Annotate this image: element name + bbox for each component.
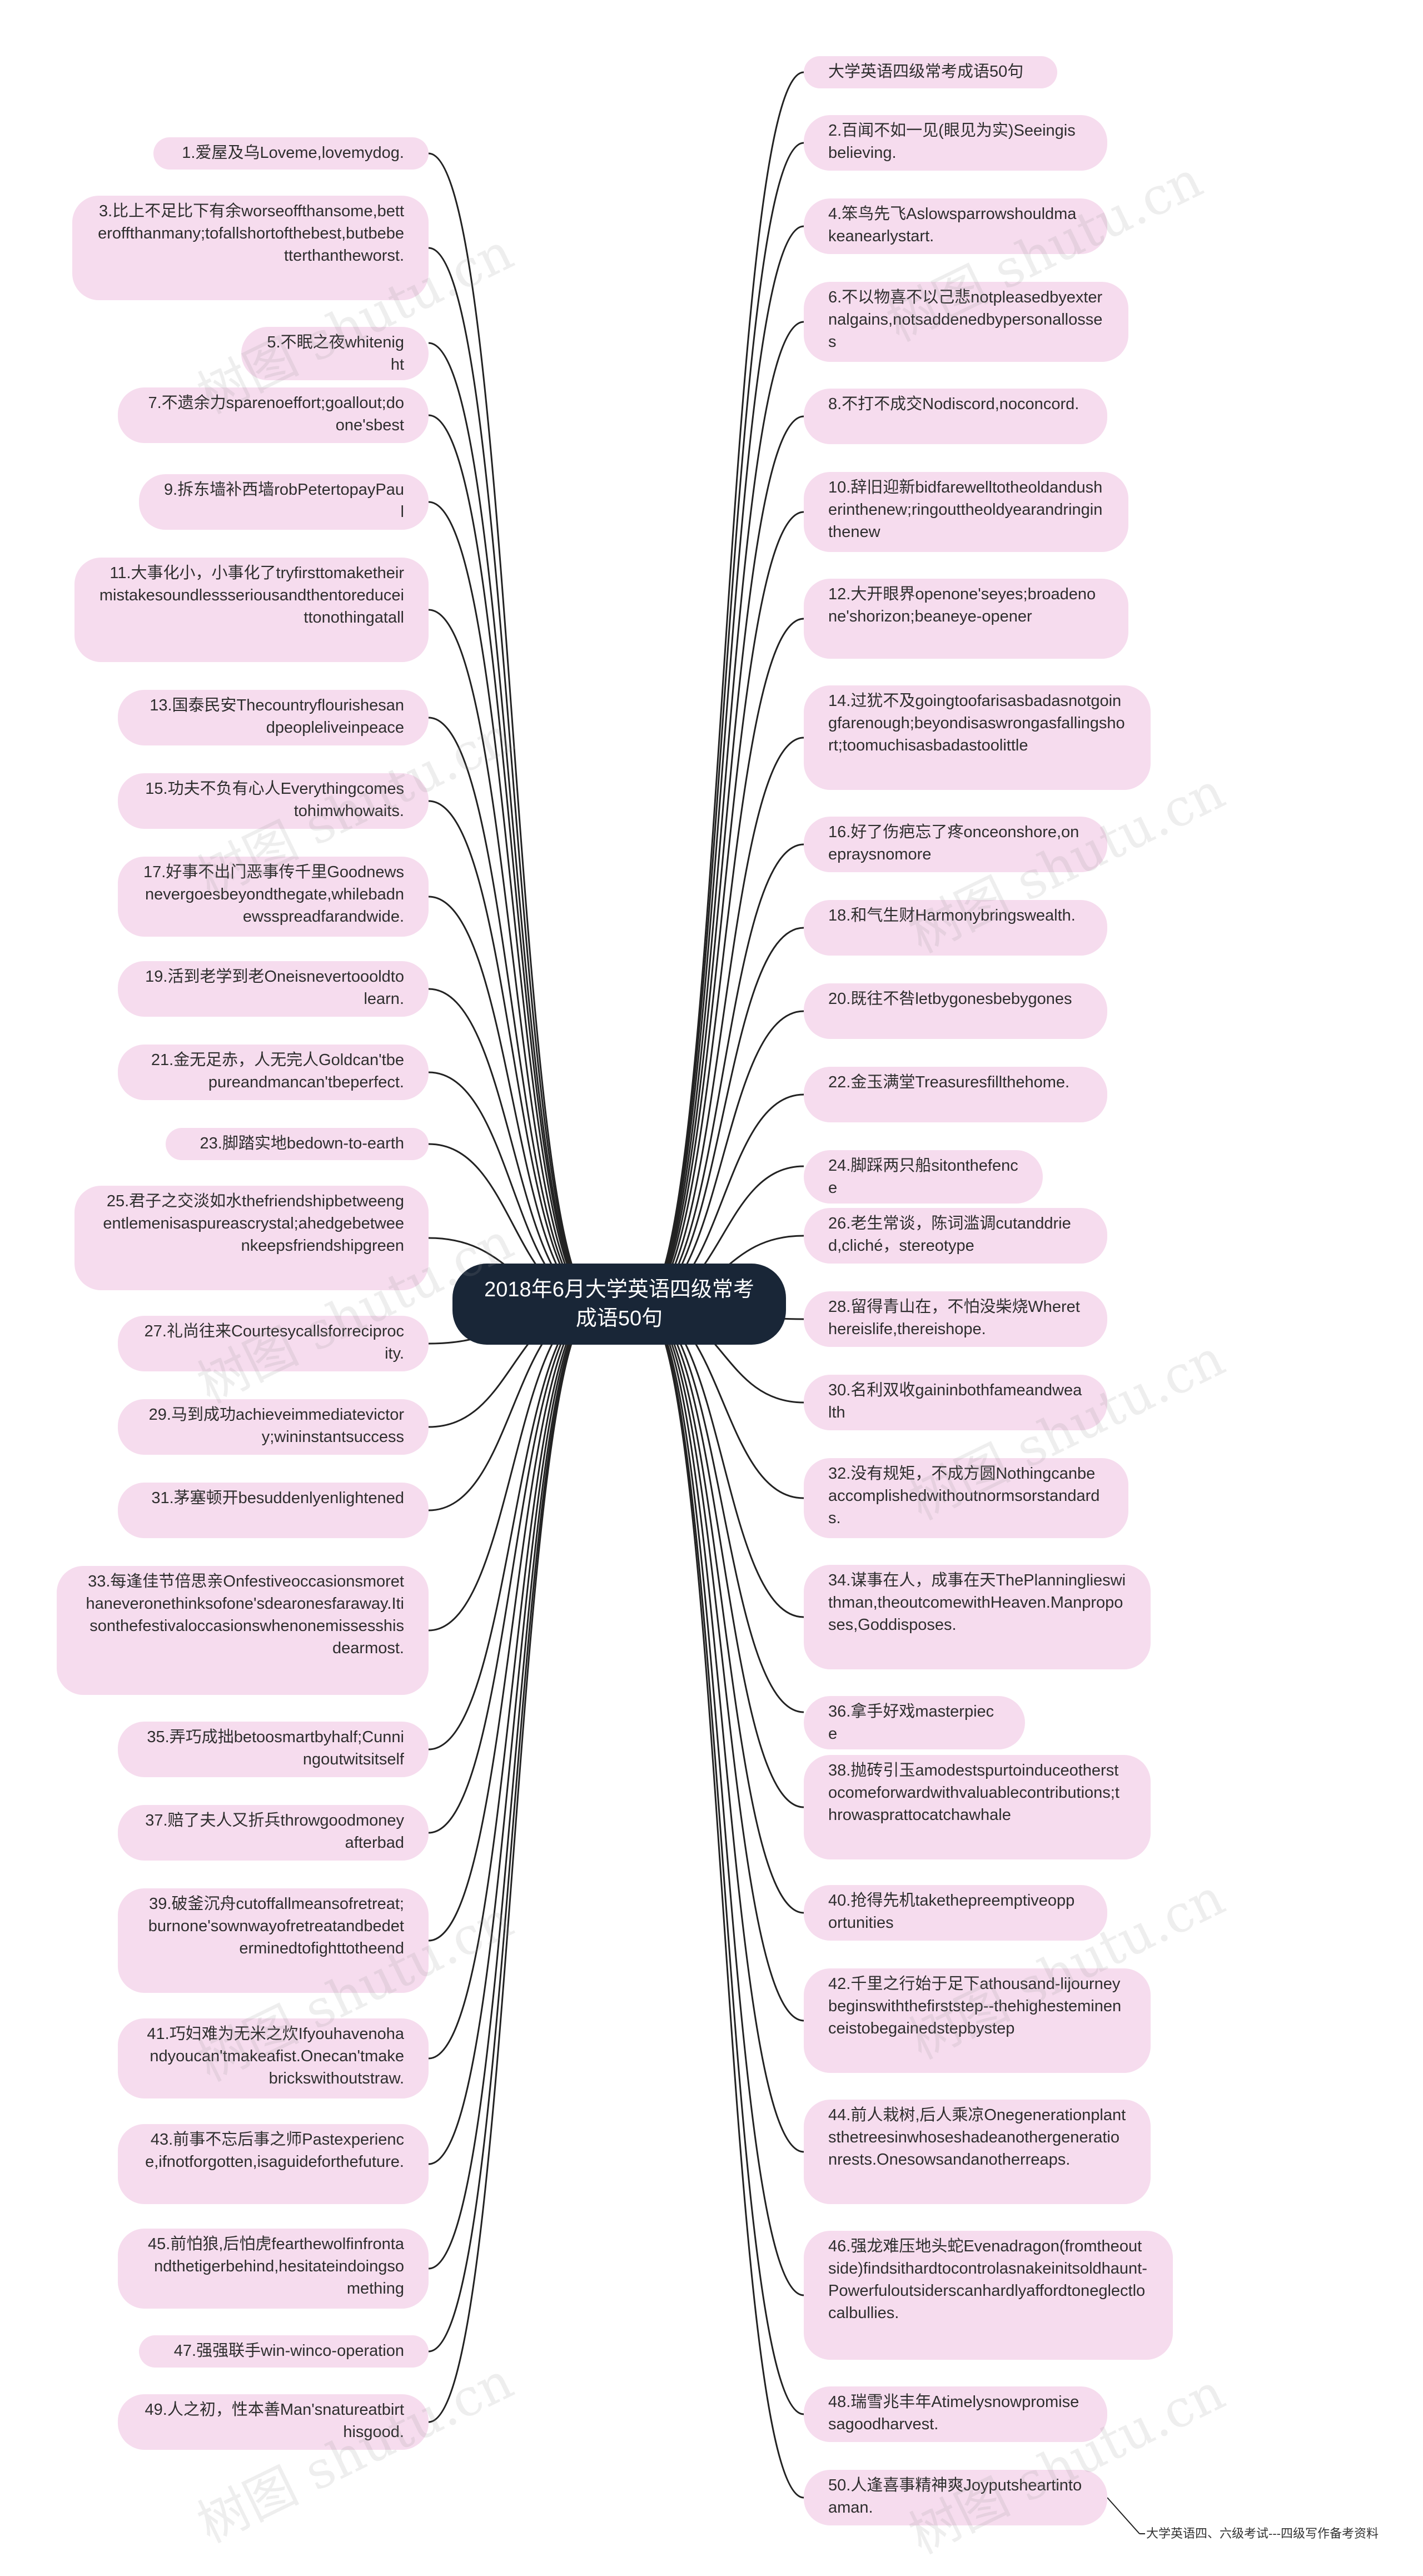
left-link [428, 1303, 598, 1942]
left-link [428, 247, 598, 1305]
right-idiom-node[interactable]: 大学英语四级常考成语50句 [804, 56, 1057, 88]
left-link [428, 717, 598, 1305]
right-link [641, 1303, 804, 1618]
right-idiom-node[interactable]: 16.好了伤疤忘了疼onceonshore,onepraysnomore [804, 817, 1107, 872]
right-idiom-node[interactable]: 10.辞旧迎新bidfarewelltotheoldandusherinthen… [804, 472, 1128, 552]
left-idiom-node[interactable]: 17.好事不出门恶事传千里Goodnewsnevergoesbeyondtheg… [118, 857, 429, 937]
left-idiom-node[interactable]: 19.活到老学到老Oneisnevertoooldtolearn. [118, 961, 429, 1017]
left-link [428, 1303, 598, 2165]
right-idiom-node[interactable]: 24.脚踩两只船sitonthefence [804, 1150, 1043, 1204]
sub-node-link [1107, 2497, 1140, 2534]
left-idiom-node[interactable]: 35.弄巧成拙betoosmartbyhalf;Cunningoutwitsit… [118, 1722, 429, 1777]
left-link [428, 1303, 598, 2060]
left-idiom-node[interactable]: 5.不眠之夜whitenight [241, 327, 429, 380]
left-link [428, 414, 598, 1305]
right-idiom-node[interactable]: 18.和气生财Harmonybringswealth. [804, 900, 1107, 956]
left-link [428, 609, 598, 1305]
left-idiom-node[interactable]: 25.君子之交淡如水thefriendshipbetweengentlemeni… [74, 1186, 429, 1290]
left-idiom-node[interactable]: 23.脚踏实地bedown-to-earth [166, 1128, 429, 1160]
right-idiom-node[interactable]: 20.既往不咎letbygonesbebygones [804, 983, 1107, 1039]
right-link [641, 1303, 804, 2153]
right-idiom-node[interactable]: 2.百闻不如一见(眼见为实)Seeingisbelieving. [804, 115, 1107, 171]
left-idiom-node[interactable]: 3.比上不足比下有余worseoffthansome,betteroffthan… [72, 196, 429, 300]
sub-node-writing-material[interactable]: 大学英语四、六级考试---四级写作备考资料 [1146, 2527, 1379, 2540]
left-idiom-node[interactable]: 31.茅塞顿开besuddenlyenlightened [118, 1483, 429, 1538]
left-idiom-node[interactable]: 49.人之初，性本善Man'snatureatbirthisgood. [118, 2394, 429, 2450]
right-idiom-node[interactable]: 34.谋事在人，成事在天ThePlanninglieswithman,theou… [804, 1565, 1151, 1669]
right-idiom-node[interactable]: 22.金玉满堂Treasuresfillthehome. [804, 1067, 1107, 1122]
left-idiom-node[interactable]: 47.强强联手win-winco-operation [139, 2335, 429, 2368]
left-link [428, 800, 598, 1305]
left-link [428, 1303, 598, 1632]
right-idiom-node[interactable]: 26.老生常谈，陈词滥调cutanddried,cliché，stereotyp… [804, 1208, 1107, 1264]
right-link [641, 1303, 804, 2415]
left-link [428, 152, 598, 1305]
left-idiom-node[interactable]: 27.礼尚往来Courtesycallsforreciprocity. [118, 1316, 429, 1371]
left-link [428, 1303, 598, 2270]
right-idiom-node[interactable]: 32.没有规矩，不成方圆Nothingcanbeaccomplishedwith… [804, 1458, 1128, 1538]
left-idiom-node[interactable]: 43.前事不忘后事之师Pastexperience,ifnotforgotten… [118, 2124, 429, 2204]
right-idiom-node[interactable]: 28.留得青山在，不怕没柴烧Wherethereislife,thereisho… [804, 1291, 1107, 1347]
left-idiom-node[interactable]: 29.马到成功achieveimmediatevictory;wininstan… [118, 1399, 429, 1455]
left-link [428, 501, 598, 1305]
left-link [428, 988, 598, 1305]
left-idiom-node[interactable]: 41.巧妇难为无米之炊Ifyouhavenohandyoucan'tmakeaf… [118, 2018, 429, 2098]
right-link [641, 927, 804, 1305]
right-idiom-node[interactable]: 4.笨鸟先飞Aslowsparrowshouldmakeanearlystart… [804, 198, 1107, 254]
right-link [641, 1303, 804, 2499]
right-idiom-node[interactable]: 6.不以物喜不以己悲notpleasedbyexternalgains,nots… [804, 282, 1128, 362]
left-idiom-node[interactable]: 11.大事化小，小事化了tryfirsttomaketheirmistakeso… [74, 558, 429, 662]
right-idiom-node[interactable]: 36.拿手好戏masterpiece [804, 1696, 1025, 1749]
right-idiom-node[interactable]: 8.不打不成交Nodiscord,noconcord. [804, 389, 1107, 444]
left-idiom-node[interactable]: 39.破釜沉舟cutoffallmeansofretreat;burnone's… [118, 1888, 429, 1993]
right-link [641, 1303, 804, 2022]
left-idiom-node[interactable]: 37.赔了夫人又折兵throwgoodmoneyafterbad [118, 1805, 429, 1861]
right-idiom-node[interactable]: 12.大开眼界openone'seyes;broadenone'shorizon… [804, 579, 1128, 659]
root-node[interactable]: 2018年6月大学英语四级常考成语50句 [452, 1264, 786, 1345]
left-link [428, 1303, 598, 2423]
right-link [641, 511, 804, 1305]
left-idiom-node[interactable]: 7.不遗余力sparenoeffort;goallout;doone'sbest [118, 387, 429, 443]
right-link [641, 1303, 804, 1713]
left-idiom-node[interactable]: 33.每逢佳节倍思亲Onfestiveoccasionsmorethanever… [57, 1566, 429, 1695]
right-idiom-node[interactable]: 50.人逢喜事精神爽Joyputsheartintoaman. [804, 2470, 1107, 2525]
left-idiom-node[interactable]: 9.拆东墙补西墙robPetertopayPaul [139, 474, 429, 530]
right-idiom-node[interactable]: 40.抢得先机takethepreemptiveopportunities [804, 1885, 1107, 1941]
right-link [641, 321, 804, 1305]
right-link [641, 415, 804, 1305]
left-link [428, 342, 598, 1305]
right-link [641, 142, 804, 1305]
left-idiom-node[interactable]: 15.功夫不负有心人Everythingcomestohimwhowaits. [118, 773, 429, 829]
right-idiom-node[interactable]: 38.抛砖引玉amodestspurtoinduceotherstocomefo… [804, 1755, 1151, 1859]
left-idiom-node[interactable]: 1.爱屋及乌Loveme,lovemydog. [153, 137, 429, 170]
right-idiom-node[interactable]: 44.前人栽树,后人乘凉Onegenerationplantsthetreesi… [804, 2100, 1151, 2204]
right-idiom-node[interactable]: 46.强龙难压地头蛇Evenadragon(fromtheoutside)fin… [804, 2231, 1173, 2360]
right-idiom-node[interactable]: 14.过犹不及goingtoofarisasbadasnotgoingfaren… [804, 685, 1151, 790]
left-idiom-node[interactable]: 21.金无足赤，人无完人Goldcan'tbepureandmancan'tbe… [118, 1045, 429, 1100]
right-link [641, 618, 804, 1305]
right-idiom-node[interactable]: 48.瑞雪兆丰年Atimelysnowpromisesagoodharvest. [804, 2386, 1107, 2442]
left-idiom-node[interactable]: 13.国泰民安Thecountryflourishesandpeoplelive… [118, 690, 429, 745]
right-link [641, 1303, 804, 1914]
right-idiom-node[interactable]: 30.名利双收gaininbothfameandwealth [804, 1375, 1107, 1430]
left-idiom-node[interactable]: 45.前怕狼,后怕虎fearthewolfinfrontandthetigerb… [118, 2229, 429, 2309]
right-link [641, 225, 804, 1305]
left-link [428, 1303, 598, 2353]
right-link [641, 1303, 804, 2296]
right-idiom-node[interactable]: 42.千里之行始于足下athousand-lijourneybeginswith… [804, 1968, 1151, 2073]
left-link [428, 1303, 598, 1834]
